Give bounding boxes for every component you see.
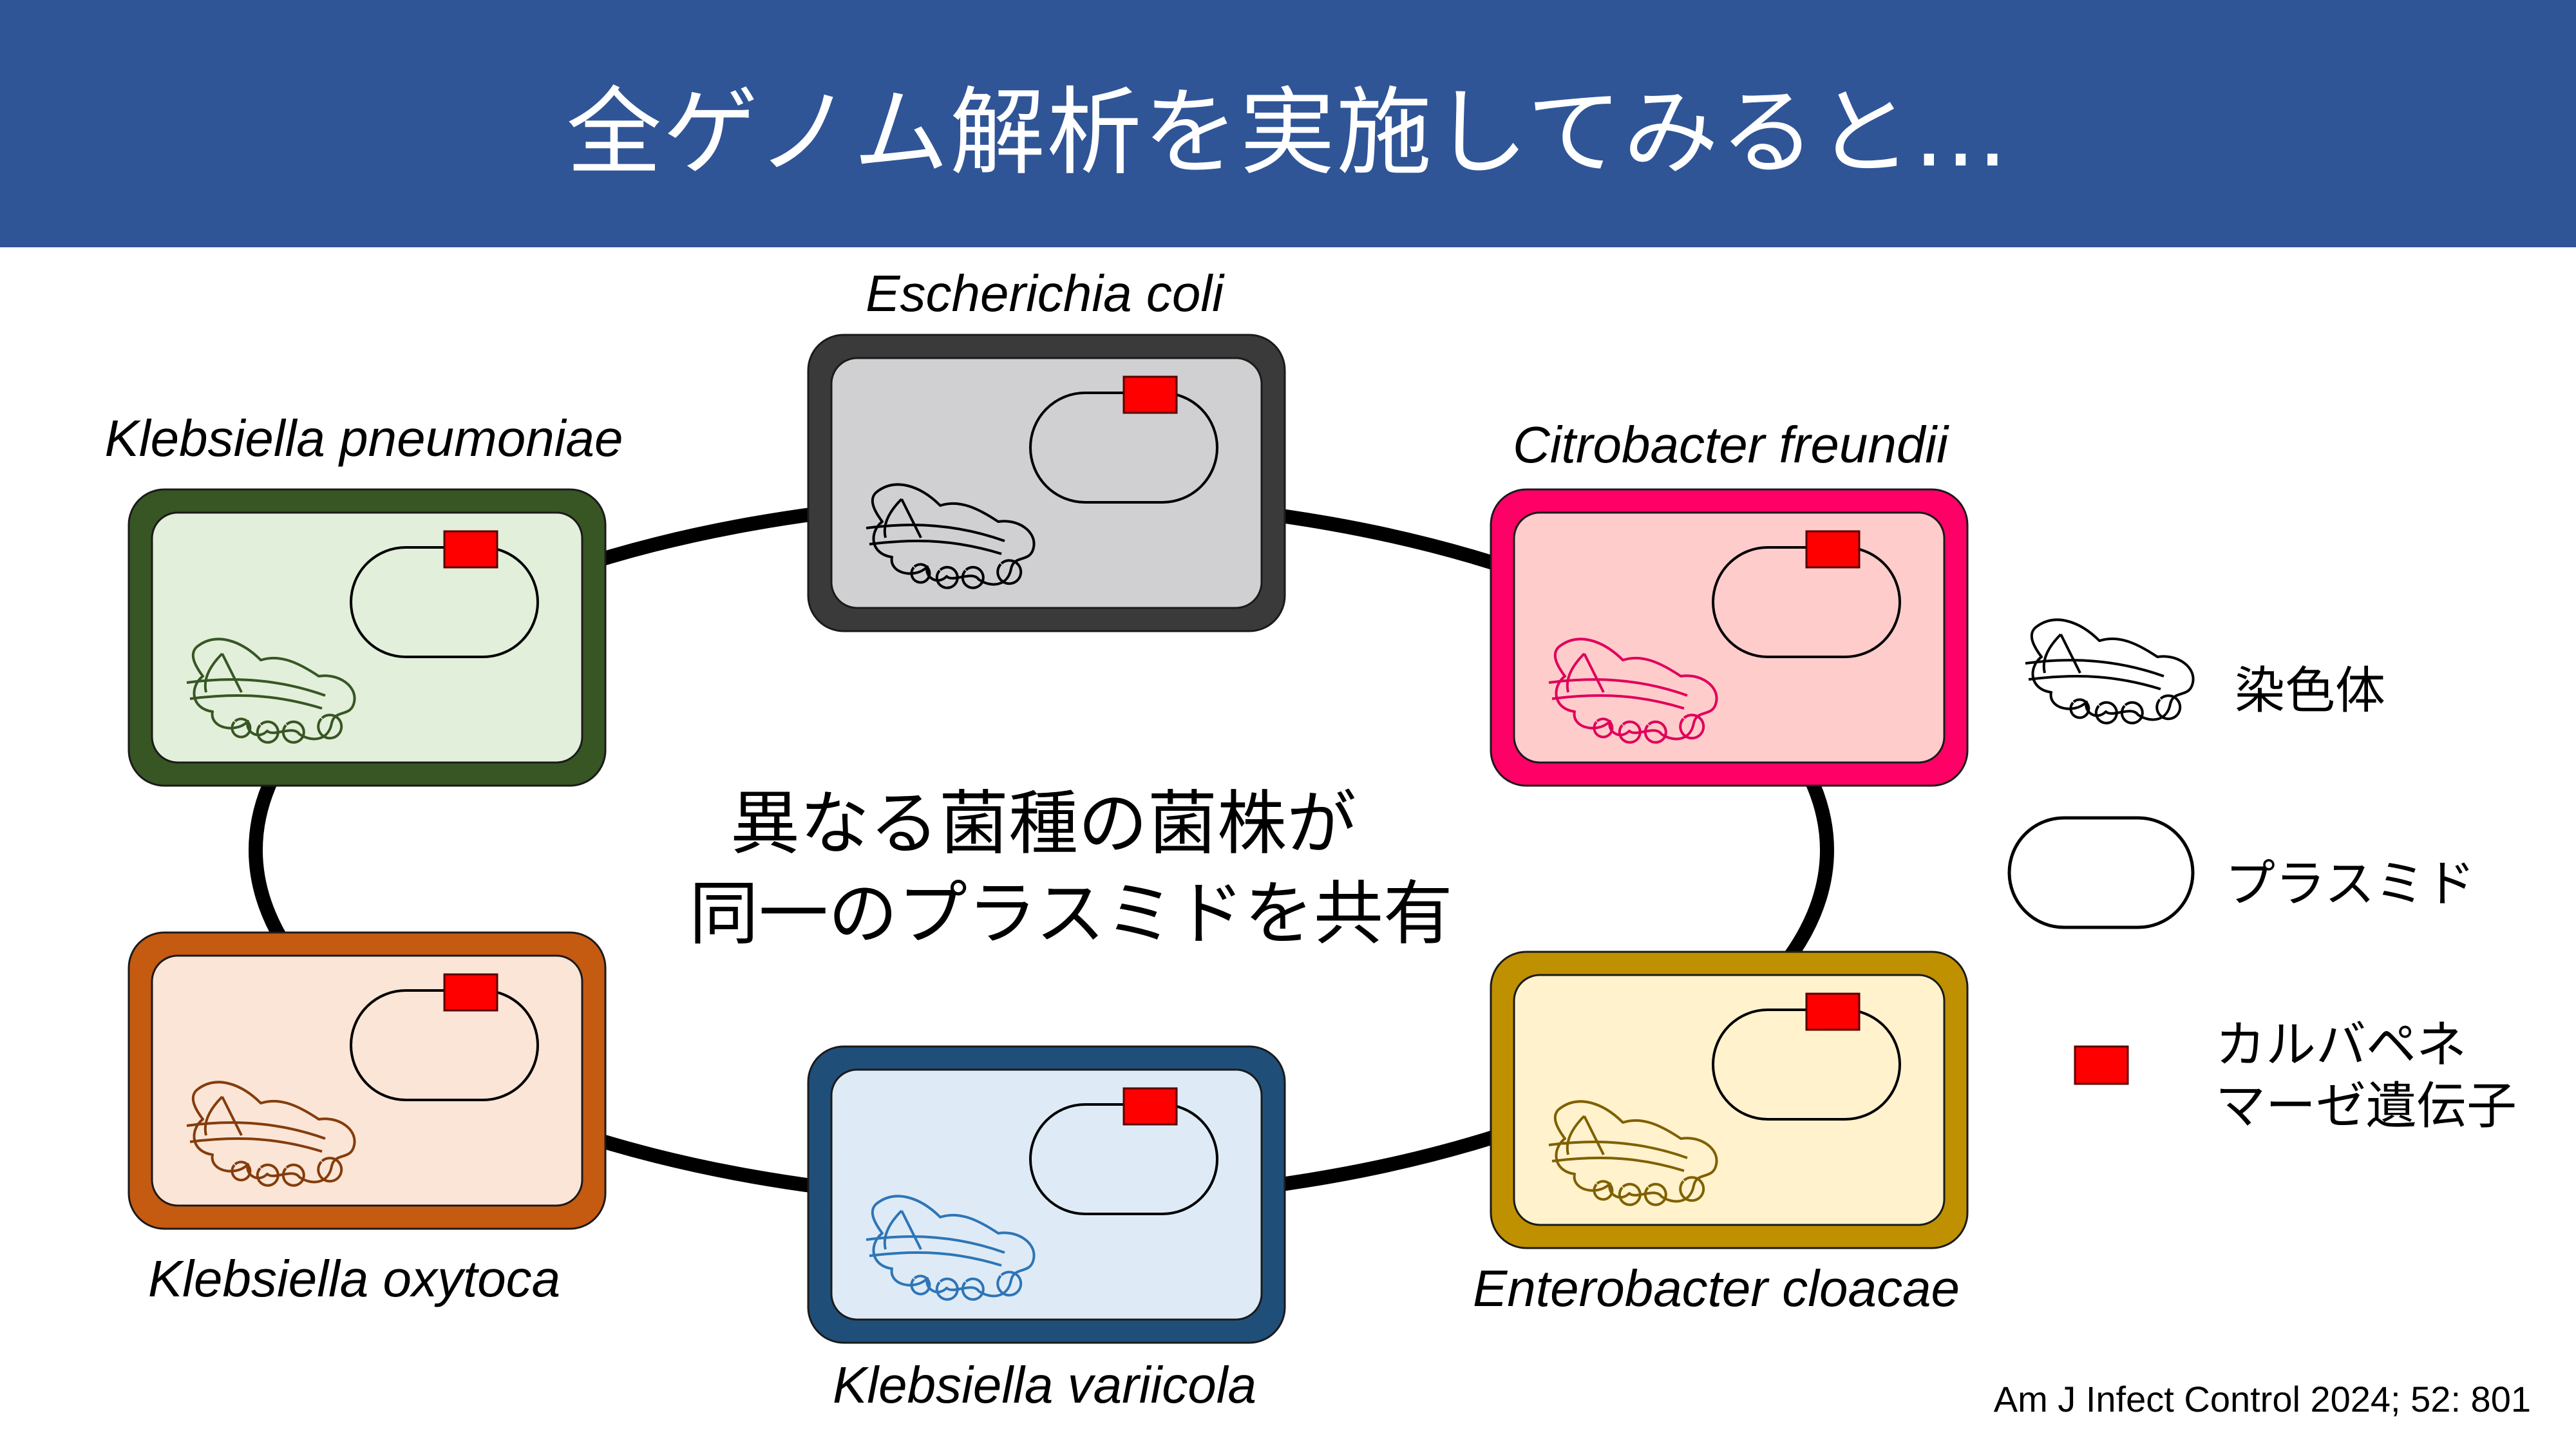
carbapenemase-gene [1122,375,1178,414]
cell-cytoplasm [1513,511,1946,764]
slide-title: 全ゲノム解析を実施してみると… [566,77,2010,188]
cell-cytoplasm [830,357,1263,609]
legend-chromosome-label: 染色体 [2235,662,2386,720]
center-message-line2: 同一のプラスミドを共有 [689,874,1453,954]
title-bar: 全ゲノム解析を実施してみると… [0,0,2576,247]
carbapenemase-gene [1805,530,1861,569]
bacterial-cell [128,931,607,1230]
carbapenemase-gene [1805,992,1861,1031]
legend [2007,618,2195,1085]
legend-chromosome-icon [2024,618,2195,724]
species-label: Citrobacter freundii [1513,416,1948,473]
legend-plasmid-icon [2007,816,2195,929]
bacterial-cell [1490,488,1969,787]
bacterial-cell [807,1045,1286,1344]
citation: Am J Infect Control 2024; 52: 801 [1993,1379,2531,1419]
cell-cytoplasm [1513,974,1946,1226]
cell-cytoplasm [151,954,583,1207]
species-label: Escherichia coli [866,265,1224,322]
legend-gene-label-line1: カルバペネ [2215,1016,2467,1074]
bacterial-cell [1490,951,1969,1249]
species-label: Klebsiella variicola [832,1356,1257,1414]
legend-plasmid-label: プラスミド [2225,855,2476,913]
center-message: 異なる菌種の菌株が 同一のプラスミドを共有 [689,779,1453,960]
carbapenemase-gene [443,530,498,569]
carbapenemase-gene [443,973,498,1012]
cells-layer [128,334,1969,1344]
legend-gene-icon [2074,1045,2129,1085]
bacterial-cell [128,488,607,787]
species-label: Klebsiella pneumoniae [104,410,623,467]
carbapenemase-gene [1122,1087,1178,1126]
species-label: Klebsiella oxytoca [147,1250,561,1307]
cell-cytoplasm [830,1068,1263,1321]
species-label: Enterobacter cloacae [1472,1260,1960,1317]
center-message-line1: 異なる菌種の菌株が [730,784,1356,864]
cell-cytoplasm [151,511,583,764]
legend-gene-label-line2: マーゼ遺伝子 [2215,1077,2517,1135]
bacterial-cell [807,334,1286,632]
